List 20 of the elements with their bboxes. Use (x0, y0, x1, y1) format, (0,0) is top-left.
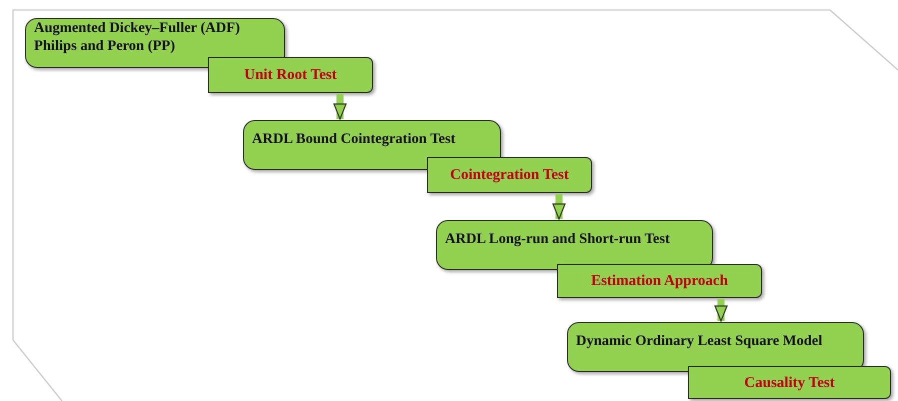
arrow (552, 194, 566, 220)
arrow (333, 94, 347, 120)
method-label: ARDL Long-run and Short-run Test (445, 230, 671, 248)
method-label: Philips and Peron (PP) (34, 37, 176, 55)
process-box (243, 120, 501, 170)
method-label: Augmented Dickey–Fuller (ADF) (34, 19, 241, 37)
process-box (567, 322, 864, 372)
method-label: Dynamic Ordinary Least Square Model (576, 332, 824, 350)
tab-box (208, 57, 373, 93)
stage-label: Cointegration Test (450, 166, 569, 184)
stage-label: Unit Root Test (244, 66, 337, 84)
stage-label: Estimation Approach (591, 272, 728, 290)
tab-box (688, 366, 891, 399)
tab-box (557, 264, 762, 298)
process-box (25, 18, 285, 68)
method-label: ARDL Bound Cointegration Test (252, 130, 456, 148)
process-box (436, 220, 713, 270)
stage-label: Causality Test (744, 374, 835, 392)
tab-box (427, 157, 592, 193)
arrow (714, 299, 728, 322)
